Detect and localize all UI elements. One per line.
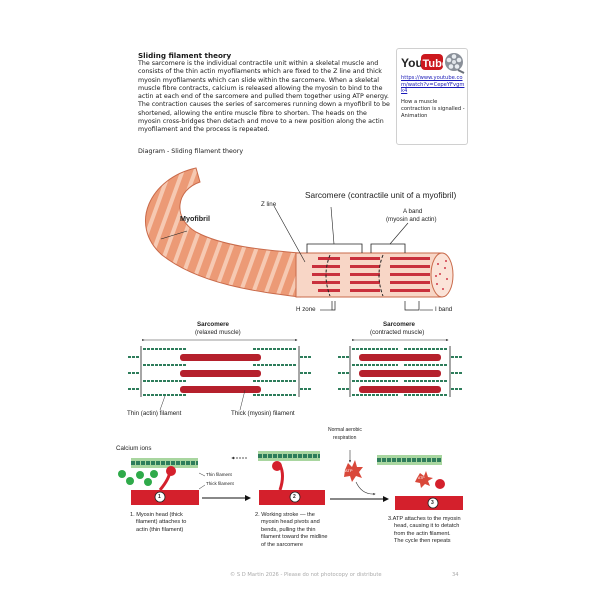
thick-filament-small-label: Thick filament <box>206 481 234 486</box>
sarcomere-bracket <box>306 243 363 253</box>
step-2-caption: 2. Working stroke — the myosin head pivo… <box>255 512 328 548</box>
step-3-caption: 3.ATP attaches to the myosin head, causi… <box>388 516 461 545</box>
atp-label: ATP <box>345 468 353 473</box>
body-paragraph: The sarcomere is the individual contract… <box>138 60 390 134</box>
video-description: How a muscle contraction is signalled - … <box>401 99 465 119</box>
youtube-logo-icon: You Tube <box>401 54 445 70</box>
video-link-box[interactable]: You Tube https://www.youtube.com/watch?v… <box>396 48 468 145</box>
sarcomere-label: Sarcomere (contractile unit of a myofibr… <box>305 190 457 200</box>
cycle-step-2 <box>258 451 325 505</box>
myofibril-straight-section <box>295 252 454 298</box>
step-1-caption: 1. Myosin head (thick filament) attaches… <box>130 512 187 533</box>
respiration-label-1: Normal aerobic <box>328 427 362 433</box>
cycle-step-1 <box>118 458 199 505</box>
thin-filament-small-label: Thin filament <box>206 472 232 477</box>
relaxed-sarcomere <box>128 338 312 397</box>
relaxed-title: Sarcomere <box>197 321 229 328</box>
a-band-bracket <box>370 243 406 253</box>
respiration-label-2: respiration <box>333 435 357 441</box>
h-zone-bracket <box>331 301 336 311</box>
logo-tube-bg <box>421 54 443 70</box>
contracted-sarcomere <box>338 338 462 397</box>
h-zone-label: H zone <box>296 306 316 313</box>
thick-filament-label: Thick (myosin) filament <box>231 410 295 417</box>
calcium-ions-label: Calcium ions <box>116 445 152 452</box>
z-line-label: Z line <box>261 201 277 208</box>
atp-label-step3: ATP <box>418 476 425 480</box>
step-1-number: 1 <box>158 494 161 500</box>
diagram-caption: Diagram - Sliding filament theory <box>138 148 244 155</box>
contracted-title: Sarcomere <box>383 321 415 328</box>
logo-tube: Tube <box>423 58 445 70</box>
video-url-link[interactable]: https://www.youtube.com/watch?v=CepeYFvg… <box>401 75 465 95</box>
thin-filament-label: Thin (actin) filament <box>127 410 182 417</box>
myofibril-body <box>145 167 301 298</box>
i-band-label: I band <box>435 306 453 313</box>
logo-you: You <box>401 56 423 70</box>
section-heading: Sliding filament theory <box>138 51 232 60</box>
atp-burst <box>344 460 363 482</box>
page-number: 34 <box>452 572 459 578</box>
contracted-sublabel: (contracted muscle) <box>370 329 425 336</box>
a-band-label: A band <box>403 208 423 215</box>
footer-copyright: © S D Martin 2026 - Please do not photoc… <box>230 572 382 578</box>
film-reel-icon <box>445 53 465 74</box>
i-band-bracket <box>404 301 420 311</box>
step-2-number: 2 <box>293 494 296 500</box>
relaxed-sublabel: (relaxed muscle) <box>195 329 241 336</box>
cycle-step-3 <box>377 455 463 510</box>
step-3-number: 3 <box>431 500 434 506</box>
myofibril-label: Myofibril <box>180 214 210 223</box>
a-band-sublabel: (myosin and actin) <box>386 216 437 223</box>
